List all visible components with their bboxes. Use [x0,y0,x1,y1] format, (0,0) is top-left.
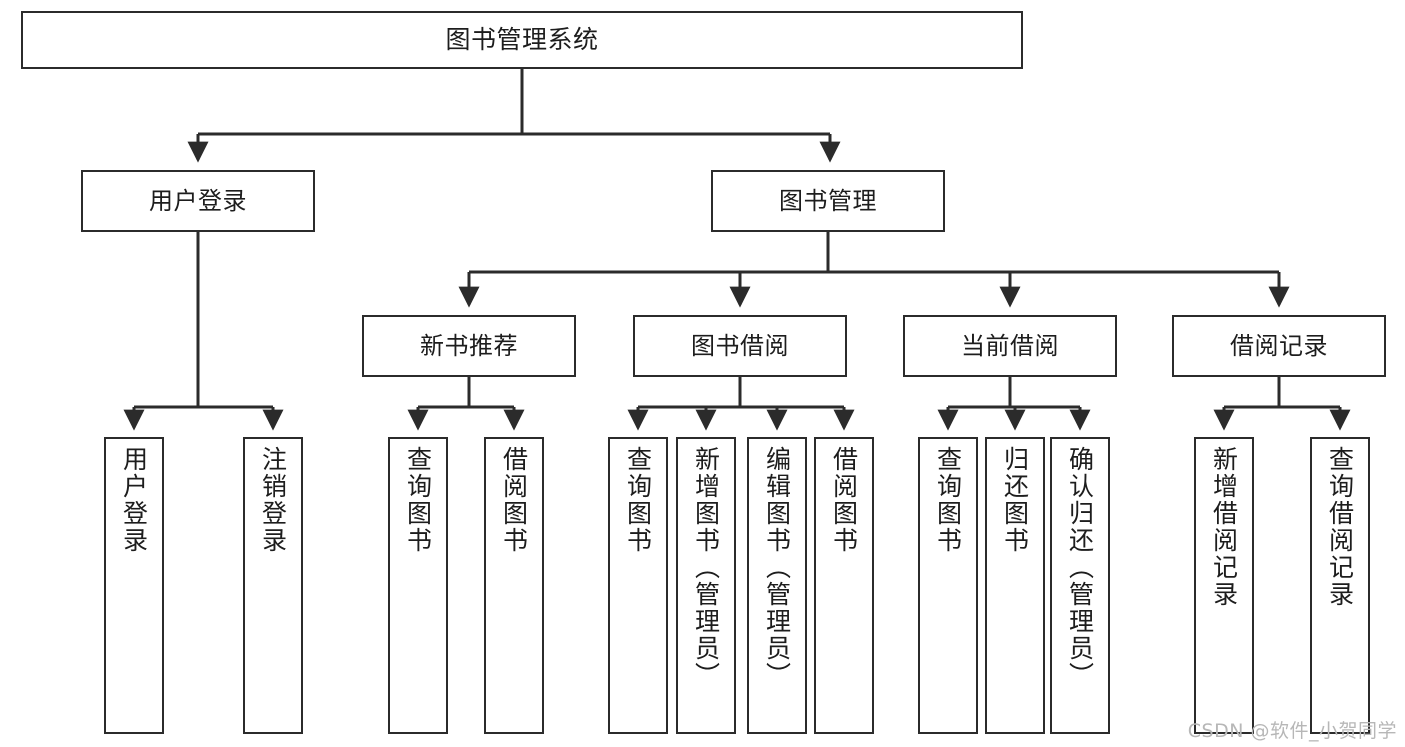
node-label: 新增借阅记录 [1209,446,1239,608]
node-new-book-recommend[interactable]: 新书推荐 [362,315,576,377]
watermark: CSDN @软件_小贺同学 [1187,720,1397,742]
node-leaf-query-record[interactable]: 查询借阅记录 [1310,437,1370,734]
node-leaf-query-book-1[interactable]: 查询图书 [388,437,448,734]
node-label: 借阅图书 [829,446,859,554]
node-label: 当前借阅 [961,331,1059,360]
node-leaf-logout[interactable]: 注销登录 [243,437,303,734]
node-book-borrow[interactable]: 图书借阅 [633,315,847,377]
node-leaf-query-book-3[interactable]: 查询图书 [918,437,978,734]
node-root[interactable]: 图书管理系统 [21,11,1023,69]
node-leaf-borrow-book-1[interactable]: 借阅图书 [484,437,544,734]
node-leaf-user-login[interactable]: 用户登录 [104,437,164,734]
node-label: 新增图书（管理员） [691,446,721,689]
node-label: 归还图书 [1000,446,1030,554]
node-user-login[interactable]: 用户登录 [81,170,315,232]
node-leaf-add-record[interactable]: 新增借阅记录 [1194,437,1254,734]
node-current-borrow[interactable]: 当前借阅 [903,315,1117,377]
node-label: 确认归还（管理员） [1065,446,1095,689]
node-label: 注销登录 [258,446,288,554]
node-label: 用户登录 [119,446,149,554]
node-label: 查询图书 [933,446,963,554]
node-label: 查询图书 [403,446,433,554]
node-label: 编辑图书（管理员） [762,446,792,689]
node-leaf-return-book[interactable]: 归还图书 [985,437,1045,734]
node-label: 用户登录 [149,186,247,215]
node-borrow-record[interactable]: 借阅记录 [1172,315,1386,377]
node-label: 查询借阅记录 [1325,446,1355,608]
node-label: 新书推荐 [420,331,518,360]
node-leaf-borrow-book-2[interactable]: 借阅图书 [814,437,874,734]
node-leaf-add-book[interactable]: 新增图书（管理员） [676,437,736,734]
node-label: 借阅图书 [499,446,529,554]
node-leaf-edit-book[interactable]: 编辑图书（管理员） [747,437,807,734]
node-leaf-query-book-2[interactable]: 查询图书 [608,437,668,734]
node-label: 借阅记录 [1230,331,1328,360]
node-label: 图书管理系统 [445,25,599,54]
node-label: 图书管理 [779,186,877,215]
node-label: 图书借阅 [691,331,789,360]
node-leaf-confirm-return[interactable]: 确认归还（管理员） [1050,437,1110,734]
node-label: 查询图书 [623,446,653,554]
node-book-manage[interactable]: 图书管理 [711,170,945,232]
